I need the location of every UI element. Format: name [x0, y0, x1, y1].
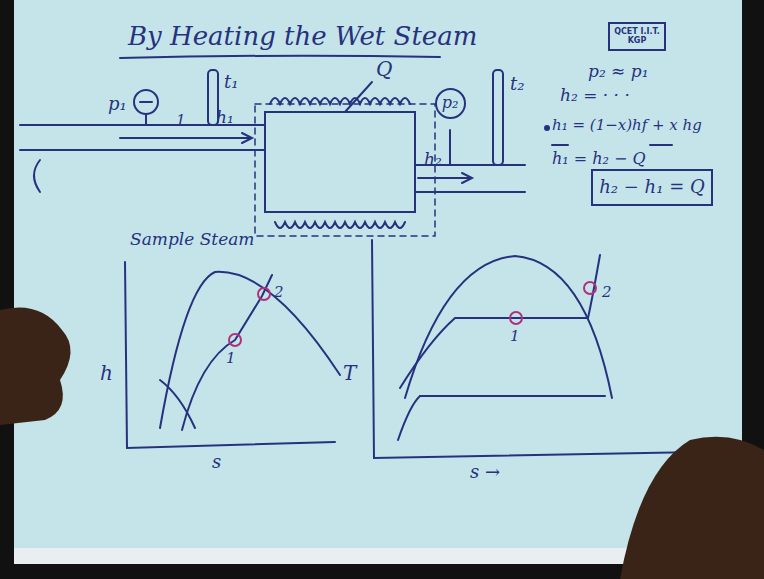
pressure-relation: p₂ ≈ p₁: [588, 61, 648, 81]
enthalpy-label: h₁: [216, 108, 234, 127]
paper-ground: [14, 0, 742, 548]
axis-label: s →: [470, 462, 500, 482]
equation: h₁ = (1−x)hf + x hg: [552, 117, 702, 134]
node-text: h₂ − h₁ = Q: [599, 177, 705, 198]
equation: h₁ = (1−x)hf + x hg: [552, 116, 702, 134]
axis-label: h: [100, 361, 113, 385]
axis-label: T: [343, 362, 356, 384]
node-text: QCET I.I.T. KGP: [613, 27, 661, 45]
title: By Heating the Wet Steam: [128, 21, 477, 51]
institute-logo: QCET I.I.T. KGP: [608, 22, 666, 51]
pressure-gauge: p₂: [435, 88, 466, 119]
result-box: h₂ − h₁ = Q: [591, 169, 713, 206]
thermometer-label: t₁: [224, 72, 238, 92]
equation: h₁ = h₂ − Q: [552, 150, 646, 168]
axis-label: T: [343, 361, 356, 385]
axis-label: s: [212, 451, 221, 472]
equation: h₂ = · · ·: [560, 86, 630, 105]
thermometer-label: t₁: [224, 71, 238, 92]
state-number: 2: [602, 284, 612, 301]
equation: h₂ = · · ·: [560, 85, 630, 105]
title-text: By Heating the Wet Steam: [128, 22, 477, 51]
state-number: 1: [176, 112, 186, 129]
state-number: 1: [226, 350, 236, 367]
axis-label: s: [212, 452, 221, 472]
pressure-label: p₁: [108, 93, 127, 114]
state-number: 2: [602, 283, 612, 301]
thermometer-label: t₂: [510, 73, 524, 94]
heat-label: Q: [376, 58, 392, 80]
state-number: 1: [510, 328, 520, 345]
state-number: 2: [274, 284, 284, 301]
axis-label: h: [100, 362, 113, 384]
enthalpy-label: h₂: [424, 149, 442, 169]
pressure-label: p₁: [108, 94, 127, 114]
heat-label: Q: [376, 57, 392, 81]
chart-title: Sample Steam: [130, 229, 254, 249]
state-number: 1: [510, 327, 520, 345]
chart-title: Sample Steam: [130, 230, 254, 249]
state-number: 2: [274, 283, 284, 301]
thermometer-label: t₂: [510, 74, 524, 94]
state-number: 1: [176, 111, 186, 129]
pressure-relation: p₂ ≈ p₁: [588, 62, 648, 81]
equation: h₁ = h₂ − Q: [552, 149, 646, 168]
enthalpy-label: h₁: [216, 107, 234, 127]
node-text: p₂: [442, 94, 459, 112]
axis-label: s →: [470, 461, 500, 482]
state-number: 1: [226, 349, 236, 367]
enthalpy-label: h₂: [424, 150, 442, 169]
